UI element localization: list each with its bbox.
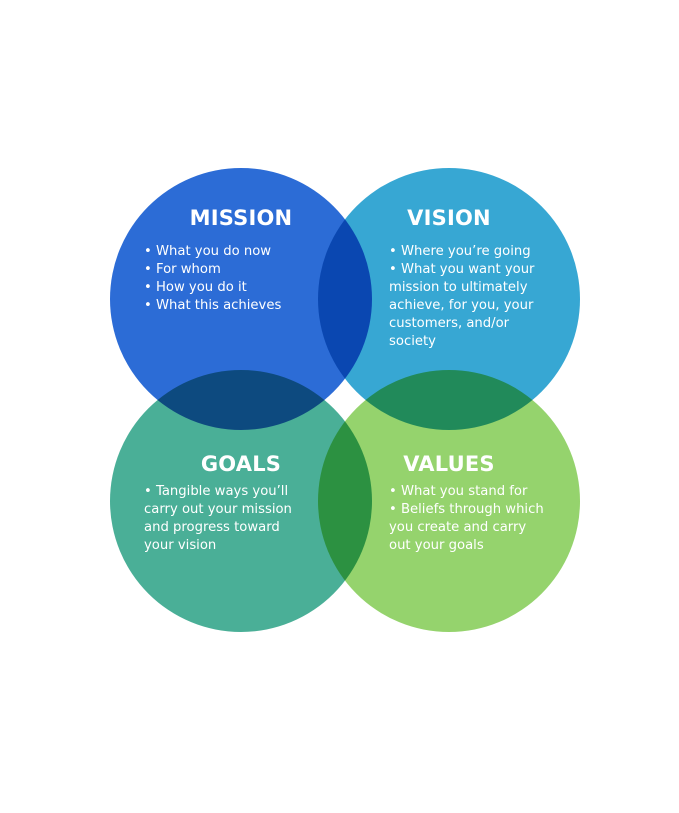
values-title: VALUES (403, 452, 495, 476)
vision-line: customers, and/or (389, 316, 510, 331)
mission-line: • What this achieves (144, 298, 282, 313)
goals-line: and progress toward (144, 520, 280, 535)
mission-description: • What you do now • For whom • How you d… (144, 243, 281, 315)
mission-line: • For whom (144, 262, 221, 277)
values-line: • What you stand for (389, 484, 528, 499)
mission-line: • What you do now (144, 244, 272, 259)
mission-line: • How you do it (144, 280, 247, 295)
goals-description: • Tangible ways you’ll carry out your mi… (144, 483, 292, 555)
values-circle (318, 370, 580, 632)
goals-line: • Tangible ways you’ll (144, 484, 289, 499)
vision-description: • Where you’re going • What you want you… (389, 243, 534, 351)
vision-line: society (389, 334, 436, 349)
values-line: out your goals (389, 538, 484, 553)
vision-line: • Where you’re going (389, 244, 531, 259)
vision-title: VISION (407, 206, 491, 230)
values-line: • Beliefs through which (389, 502, 544, 517)
goals-line: carry out your mission (144, 502, 292, 517)
values-line: you create and carry (389, 520, 527, 535)
goals-title: GOALS (200, 452, 282, 476)
values-description: • What you stand for • Beliefs through w… (389, 483, 544, 555)
mission-title: MISSION (189, 206, 293, 230)
vision-line: • What you want your (389, 262, 535, 277)
vision-line: mission to ultimately (389, 280, 528, 295)
vision-line: achieve, for you, your (389, 298, 534, 313)
goals-line: your vision (144, 538, 217, 553)
